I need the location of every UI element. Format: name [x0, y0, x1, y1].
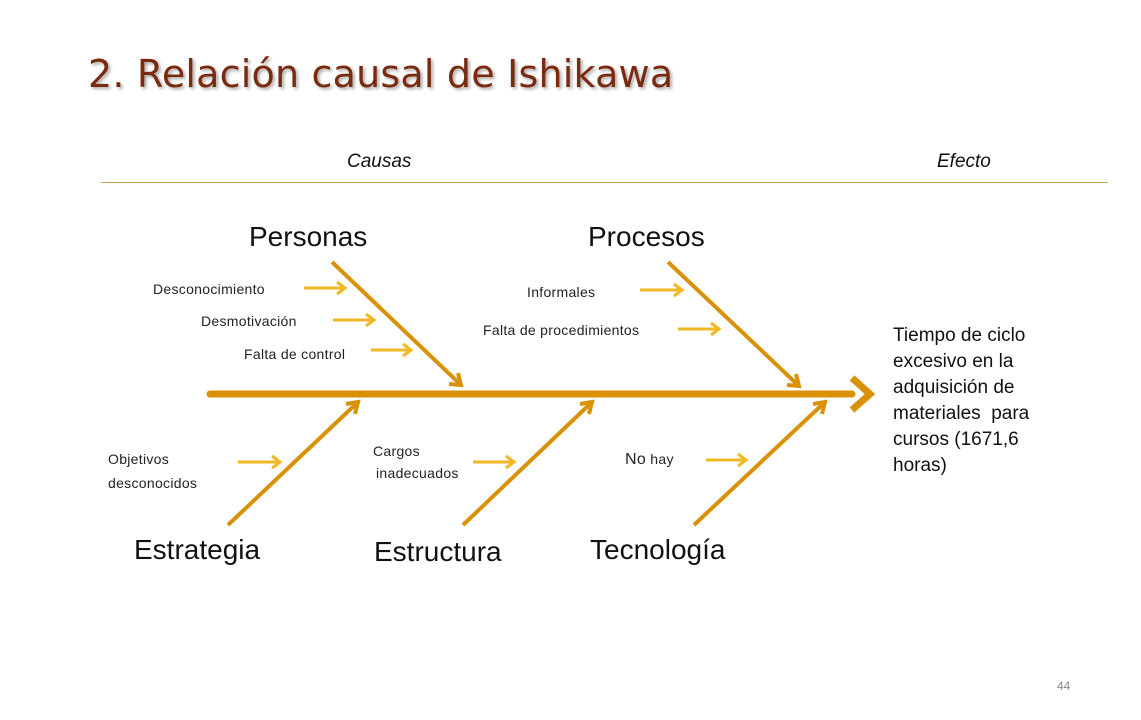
cause-informales: Informales: [527, 284, 596, 300]
cause-objetivos-line2: desconocidos: [108, 475, 198, 491]
arrow-cargos: [473, 454, 517, 470]
cause-falta-procedimientos: Falta de procedimientos: [483, 322, 640, 338]
cause-cargos-line2: inadecuados: [376, 465, 459, 481]
cause-objetivos-line1: Objetivos: [108, 451, 170, 467]
causes-header: Causas: [347, 151, 412, 172]
effect-line-5: cursos (1671,6: [893, 429, 1019, 450]
cause-falta-control: Falta de control: [244, 346, 346, 362]
cause-desconocimiento: Desconocimiento: [153, 281, 265, 297]
arrow-desmotivacion: [333, 312, 377, 328]
effect-header: Efecto: [937, 151, 991, 172]
cause-no-hay-hay: hay: [650, 451, 674, 467]
arrow-falta-control: [371, 342, 414, 358]
effect-line-3: adquisición de: [893, 377, 1015, 398]
slide-title: 2. Relación causal de Ishikawa: [88, 52, 674, 96]
category-estrategia: Estrategia: [134, 534, 261, 565]
effect-text: Tiempo de ciclo excesivo en la adquisici…: [893, 323, 1068, 479]
cause-no-hay-no: No: [625, 451, 647, 468]
arrow-objetivos: [238, 454, 283, 470]
cause-cargos-line1: Cargos: [373, 443, 420, 459]
category-estructura: Estructura: [374, 536, 502, 567]
spine-arrowhead: [849, 375, 876, 413]
category-tecnologia: Tecnología: [590, 534, 726, 565]
arrow-desconocimiento: [304, 280, 348, 296]
bone-estrategia: [226, 399, 361, 527]
bone-tecnologia: [692, 399, 828, 527]
cause-no-hay: No hay: [625, 451, 674, 469]
effect-line-1: Tiempo de ciclo: [893, 325, 1026, 346]
arrow-falta-procedimientos: [678, 321, 722, 337]
bone-estructura: [461, 399, 595, 527]
page-number: 44: [1057, 679, 1071, 693]
header-divider: [101, 182, 1108, 183]
arrow-no-hay: [706, 452, 749, 468]
effect-line-6: horas): [893, 455, 947, 476]
arrow-informales: [640, 282, 685, 298]
effect-line-4: materiales para: [893, 403, 1030, 424]
bone-personas: [330, 260, 464, 388]
bone-procesos: [666, 260, 802, 389]
effect-line-2: excesivo en la: [893, 351, 1014, 372]
category-procesos: Procesos: [588, 221, 705, 252]
cause-desmotivacion: Desmotivación: [201, 313, 297, 329]
category-personas: Personas: [249, 221, 368, 252]
